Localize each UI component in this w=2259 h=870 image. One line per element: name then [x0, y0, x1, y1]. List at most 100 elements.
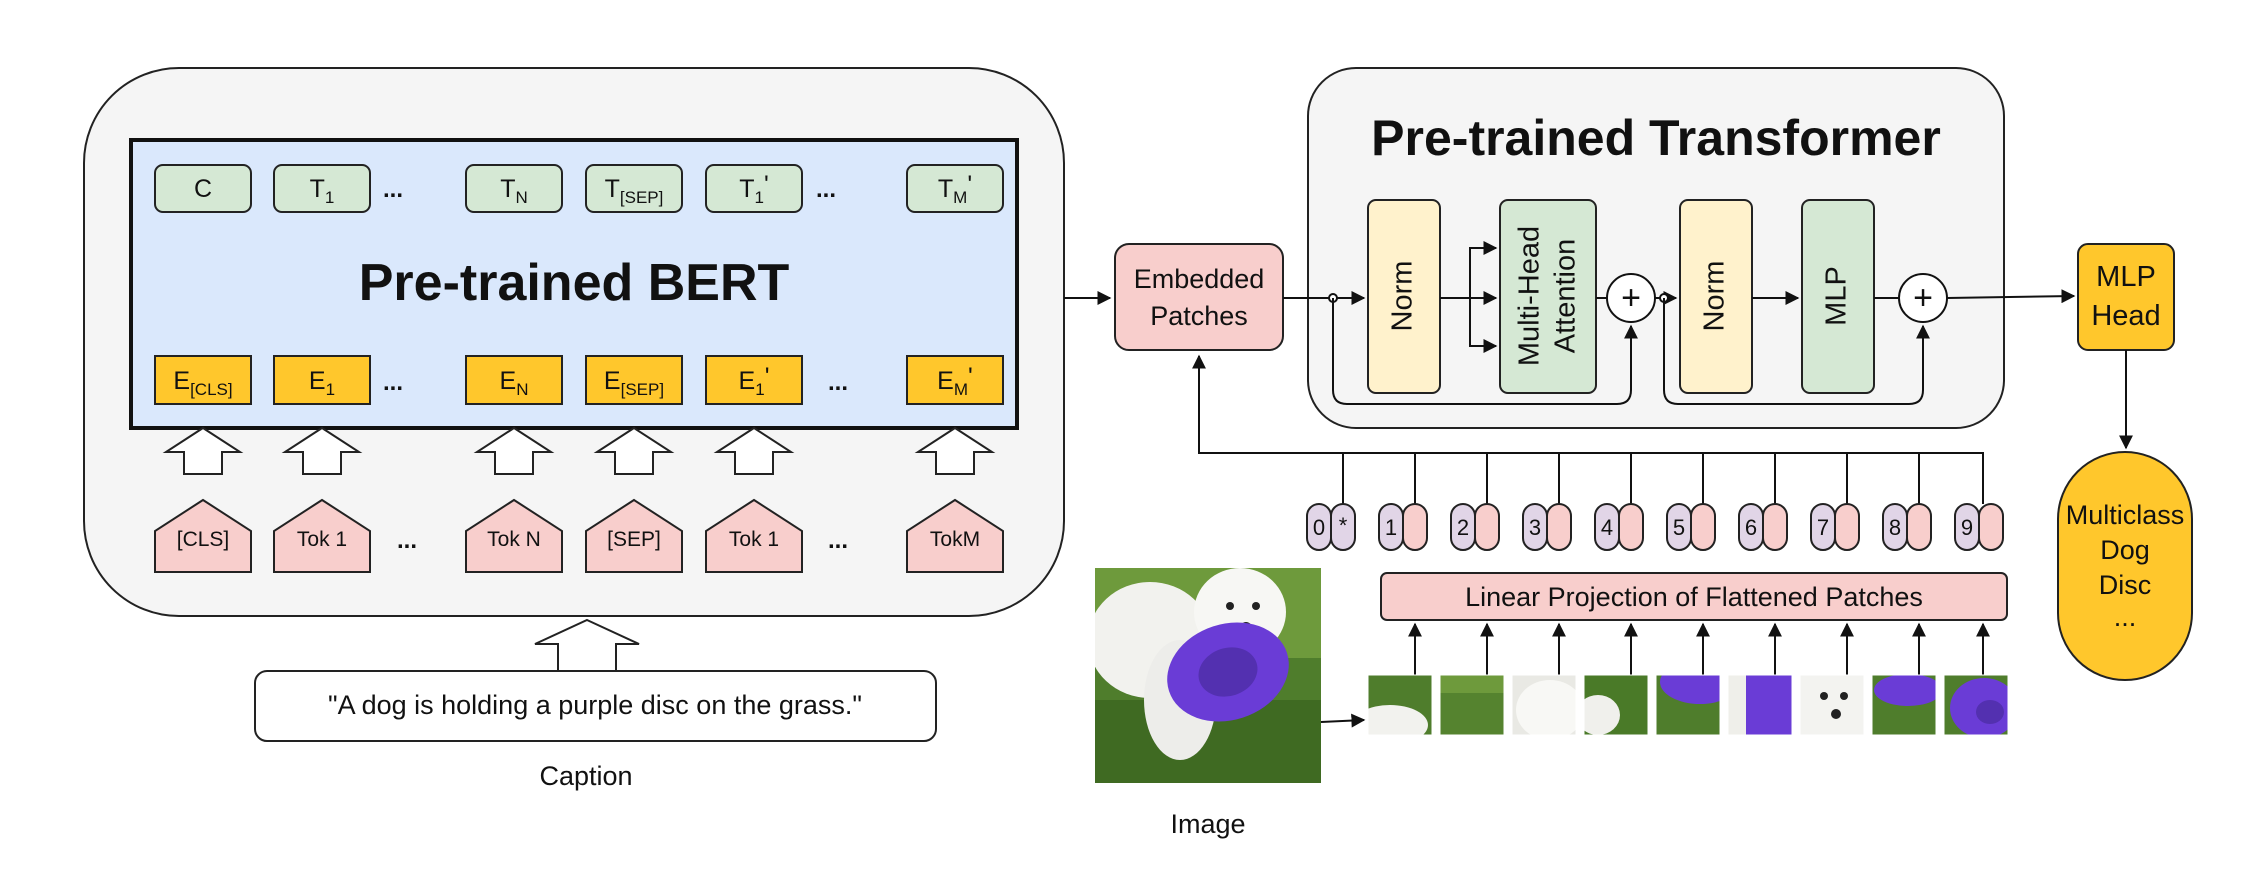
bert-token-row: [CLS] Tok 1 ... Tok N [SEP] Tok 1 ... To…	[154, 498, 1004, 573]
position-token-6: 6	[1738, 503, 1788, 551]
token-1: Tok 1	[273, 498, 371, 573]
bert-token-arrows	[162, 426, 996, 475]
svg-text:Tok N: Tok N	[487, 528, 541, 551]
position-token-3: 3	[1522, 503, 1572, 551]
linear-projection-box	[1380, 572, 2008, 621]
image-patch-2	[1440, 675, 1504, 735]
position-token-4: 4	[1594, 503, 1644, 551]
svg-text:TM': TM'	[938, 171, 972, 207]
patch-feed-rail	[1192, 354, 1984, 504]
input-dog-image	[1095, 568, 1321, 783]
token-1-prime: Tok 1	[705, 498, 803, 573]
position-token-7: 7	[1810, 503, 1860, 551]
bert-embedding-sep: E[SEP]	[585, 355, 683, 405]
svg-text:E1': E1'	[739, 363, 770, 399]
class-label-2: Dog	[2100, 535, 2150, 565]
image-patch-3	[1512, 675, 1576, 735]
bert-embedding-ellipsis-2: ...	[828, 369, 848, 396]
position-token-5: 5	[1666, 503, 1716, 551]
svg-text:E1: E1	[309, 367, 335, 399]
svg-text:*: *	[1339, 513, 1348, 538]
mlp-head-label-2: Head	[2091, 300, 2160, 332]
caption-text: "A dog is holding a purple disc on the g…	[328, 690, 862, 720]
norm-block-2	[1679, 199, 1753, 394]
image-patch-6	[1728, 675, 1792, 735]
bert-output-tn: TN	[465, 164, 563, 213]
mlp-head-box	[2077, 243, 2175, 351]
attention-label-2: Attention	[1550, 239, 1582, 353]
bert-output-ellipsis-1: ...	[383, 176, 403, 203]
svg-text:0: 0	[1313, 515, 1325, 540]
svg-text:8: 8	[1889, 515, 1901, 540]
image-patch-5	[1656, 675, 1720, 735]
position-token-9: 9	[1954, 503, 2004, 551]
bert-output-tsep: T[SEP]	[585, 164, 683, 213]
bert-output-c: C	[154, 164, 252, 213]
svg-text:Tok 1: Tok 1	[729, 528, 779, 551]
bert-output-t1-prime: T1'	[705, 164, 803, 213]
svg-text:2: 2	[1457, 515, 1469, 540]
multi-head-attention-block	[1499, 199, 1597, 394]
class-output-pill	[2057, 451, 2193, 681]
svg-text:5: 5	[1673, 515, 1685, 540]
class-label-1: Multiclass	[2066, 500, 2185, 530]
image-patch-1	[1368, 675, 1432, 735]
bert-embedding-row: E[CLS] E1 ... EN E[SEP] E1' ... EM'	[154, 355, 1004, 405]
bert-title: Pre-trained BERT	[359, 254, 790, 312]
token-m: TokM	[906, 498, 1004, 573]
class-label-3: Disc	[2099, 570, 2152, 600]
svg-text:[SEP]: [SEP]	[607, 528, 661, 551]
svg-text:T1': T1'	[739, 171, 769, 207]
image-patch-4	[1584, 675, 1648, 735]
svg-text:C: C	[194, 175, 212, 203]
norm-label-2: Norm	[1699, 261, 1731, 332]
attention-fork-bottom	[1469, 298, 1498, 353]
position-token-1: 1	[1378, 503, 1428, 551]
position-token-8: 8	[1882, 503, 1932, 551]
attention-label-1: Multi-Head	[1514, 226, 1546, 366]
image-patch-row	[1368, 675, 2008, 735]
token-sep: [SEP]	[585, 498, 683, 573]
position-token-0: 0 *	[1306, 503, 1356, 551]
svg-text:Tok 1: Tok 1	[297, 528, 347, 551]
hollow-up-arrow-icon	[281, 426, 363, 475]
bert-embedding-m-prime: EM'	[906, 355, 1004, 405]
hollow-up-arrow-icon	[162, 426, 244, 475]
image-label: Image	[1170, 809, 1245, 839]
token-cls: [CLS]	[154, 498, 252, 573]
bert-embedding-1: E1	[273, 355, 371, 405]
svg-text:1: 1	[1385, 515, 1397, 540]
norm-block-1	[1367, 199, 1441, 394]
residual-connection-2	[1663, 298, 1930, 405]
image-to-patches-arrow	[1320, 713, 1366, 728]
svg-text:[CLS]: [CLS]	[177, 528, 230, 551]
mlp-head-label-1: MLP	[2096, 261, 2156, 293]
plus-icon: +	[1913, 279, 1933, 317]
hollow-up-arrow-icon	[713, 426, 795, 475]
image-patch-9	[1944, 675, 2008, 735]
svg-text:E[SEP]: E[SEP]	[604, 367, 664, 399]
embedded-patches-label-2: Patches	[1150, 301, 1248, 331]
bert-embedding-1-prime: E1'	[705, 355, 803, 405]
svg-text:E[CLS]: E[CLS]	[173, 367, 232, 399]
svg-text:7: 7	[1817, 515, 1829, 540]
token-n: Tok N	[465, 498, 563, 573]
bert-output-ellipsis-2: ...	[816, 176, 836, 203]
svg-text:T1: T1	[310, 175, 335, 207]
linear-projection-label: Linear Projection of Flattened Patches	[1465, 582, 1923, 612]
embedded-patches-label: Embedded	[1134, 264, 1265, 294]
bert-output-t1: T1	[273, 164, 371, 213]
svg-text:EN: EN	[500, 367, 529, 399]
class-label-4: ...	[2114, 602, 2137, 632]
hollow-up-arrow-icon	[914, 426, 996, 475]
attention-fork-top	[1469, 241, 1498, 298]
caption-box	[254, 670, 937, 742]
svg-text:T[SEP]: T[SEP]	[605, 175, 664, 207]
caption-hollow-arrow-icon	[534, 618, 640, 672]
bert-embedding-ellipsis-1: ...	[383, 369, 403, 396]
svg-text:6: 6	[1745, 515, 1757, 540]
bert-embedding-cls: E[CLS]	[154, 355, 252, 405]
svg-text:TokM: TokM	[930, 528, 980, 551]
bert-output-row: C T1 ... TN T[SEP] T1' ... TM'	[154, 164, 1004, 213]
add-to-mlp-head-line	[1946, 289, 2076, 304]
